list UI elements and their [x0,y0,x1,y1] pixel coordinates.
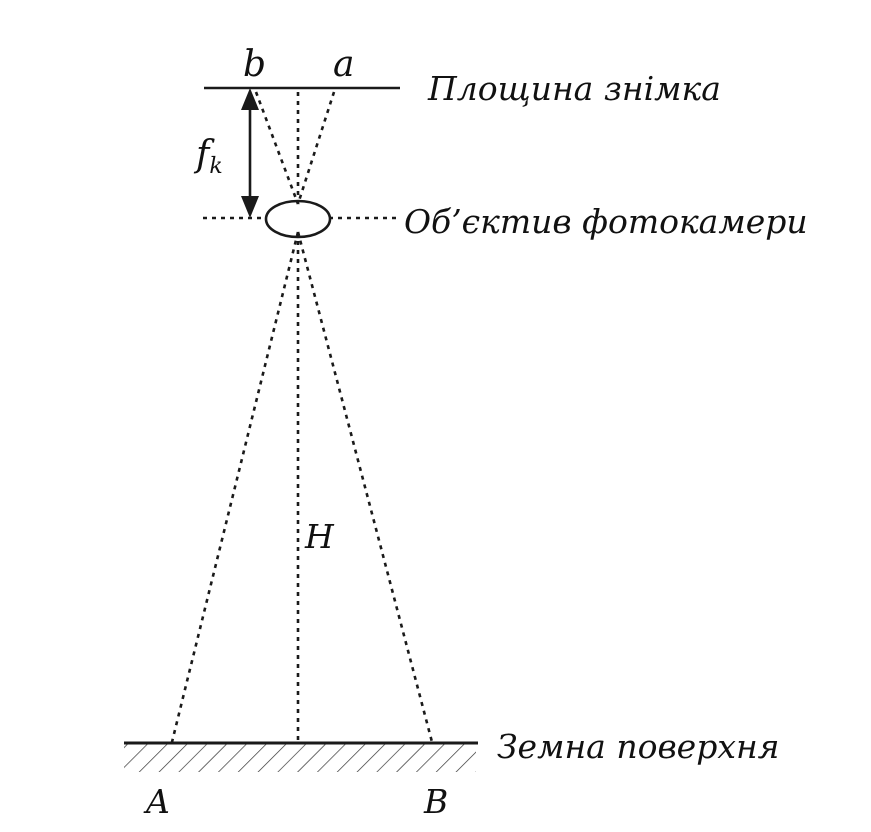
label-focal-length: fk [193,134,223,179]
ray-to-B [296,231,434,743]
label-point-A: A [143,782,170,821]
arrowhead-up [241,88,259,110]
label-height: H [304,517,335,556]
ground-hatching [124,744,476,772]
label-b: b [243,44,266,85]
ray-to-A [170,231,300,743]
ray-a-upper [296,91,336,205]
label-lens: Об’єктив фотокамери [404,202,808,241]
lens-ellipse [264,199,332,239]
label-ground: Земна поверхня [497,727,780,766]
label-point-B: B [423,782,448,821]
arrowhead-down [241,196,259,218]
label-image-plane: Площина знімка [427,69,721,108]
label-a: a [333,44,354,85]
ray-b-upper [254,91,300,205]
